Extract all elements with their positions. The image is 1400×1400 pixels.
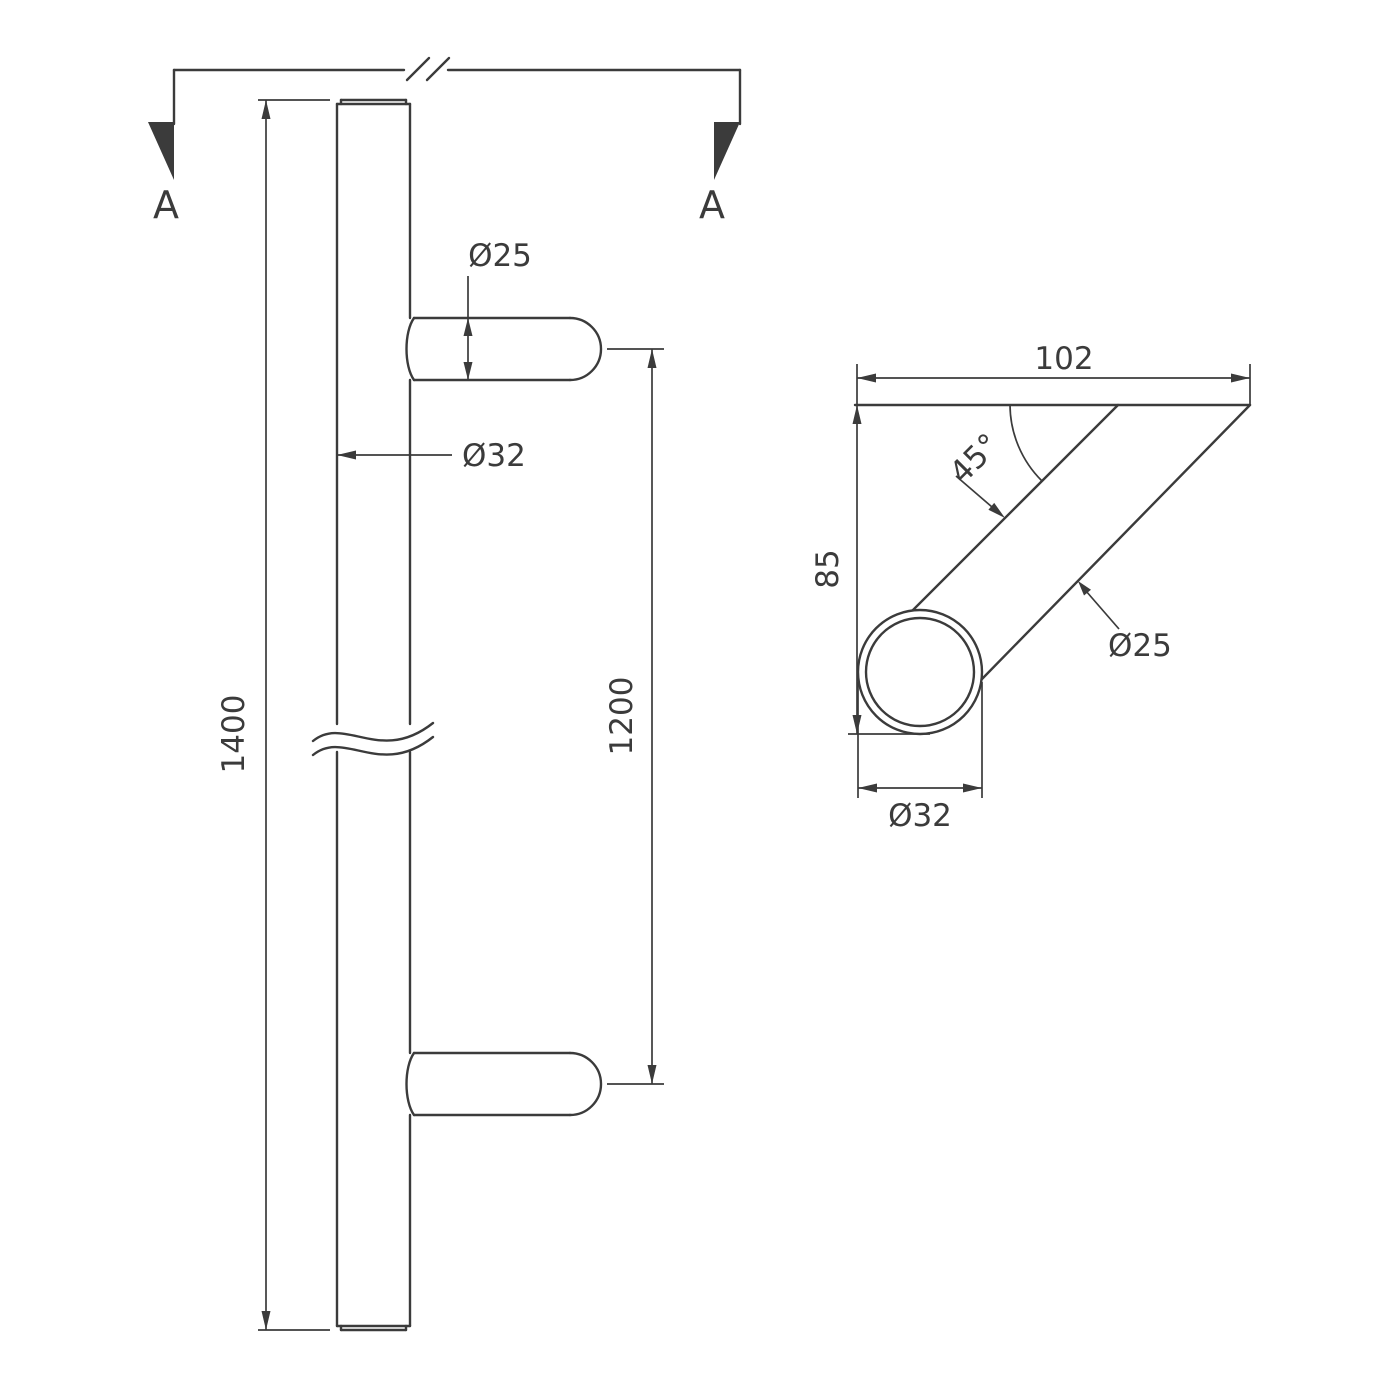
bar-cross-section [856, 608, 984, 736]
section-cut-line: A A [148, 56, 742, 227]
arrowhead-up-icon [463, 318, 473, 336]
dim-support-diameter-section: Ø25 [1078, 581, 1172, 664]
support-lower-edge [980, 403, 1252, 681]
dim-support-diameter-front: Ø25 [463, 238, 532, 380]
section-label-right: A [699, 183, 725, 227]
dim-text-dia32-front: Ø32 [462, 438, 526, 474]
dim-hole-centers: 1200 [604, 348, 664, 1085]
arrowhead-up-icon [647, 349, 657, 368]
bar-inner-circle [864, 616, 976, 728]
support-top-end-cap [568, 316, 603, 382]
section-view: 102 85 45° Ø25 [810, 341, 1252, 834]
dim-overall-length: 1400 [216, 99, 330, 1331]
support-top [405, 316, 603, 382]
angle-leader-line [955, 475, 993, 508]
support-bottom [405, 1051, 603, 1117]
dim-text-1400: 1400 [216, 695, 252, 774]
dim-bar-diameter-section: Ø32 [857, 682, 983, 834]
arrowhead-down-icon [852, 715, 862, 734]
dim-height-85: 85 [810, 405, 930, 735]
break-mark-1 [405, 56, 431, 82]
bar-outer-circle [856, 608, 984, 736]
section-label-left: A [153, 183, 179, 227]
arrowhead-right-icon [963, 783, 982, 793]
dim-text-dia25-front: Ø25 [468, 238, 532, 274]
arrowhead-leader-icon [1078, 581, 1091, 596]
arrowhead-up-icon [852, 405, 862, 424]
arrowhead-left-icon [337, 450, 356, 460]
support-bottom-end-cap [568, 1051, 603, 1117]
arrowhead-left-icon [858, 783, 877, 793]
arrowhead-right-icon [1231, 373, 1250, 383]
handle-bar [311, 98, 435, 1332]
support-bottom-root-curve [405, 1051, 416, 1117]
dim-angle-45: 45° [943, 404, 1043, 518]
arrowhead-down-icon [261, 1311, 271, 1330]
arrowhead-down-icon [463, 362, 473, 380]
front-view: A A [148, 56, 742, 1332]
support-top-root-curve [405, 316, 416, 382]
dim-width-102: 102 [856, 341, 1251, 405]
dim-text-1200: 1200 [604, 677, 640, 756]
dim-text-102: 102 [1034, 341, 1093, 377]
section-arrow-left-icon [148, 122, 174, 180]
dim-text-45deg: 45° [943, 427, 1007, 491]
dim-text-dia25-section: Ø25 [1108, 628, 1172, 664]
dim-bar-diameter-front: Ø32 [337, 438, 526, 474]
bar-break-curve-1 [311, 721, 435, 743]
bar-break-curve-2 [311, 735, 435, 757]
arrowhead-down-icon [647, 1065, 657, 1084]
break-mark-2 [425, 56, 451, 82]
arrowhead-up-icon [261, 100, 271, 119]
dim-text-85: 85 [810, 549, 846, 588]
section-arrow-right-icon [714, 122, 740, 180]
support-upper-edge [911, 403, 1120, 612]
angle-arc [1009, 404, 1043, 482]
arrowhead-angle-icon [988, 502, 1005, 518]
dim-text-dia32-section: Ø32 [888, 798, 952, 834]
support-cylinder [911, 403, 1252, 681]
arrowhead-left-icon [857, 373, 876, 383]
leader-line [1085, 590, 1120, 630]
